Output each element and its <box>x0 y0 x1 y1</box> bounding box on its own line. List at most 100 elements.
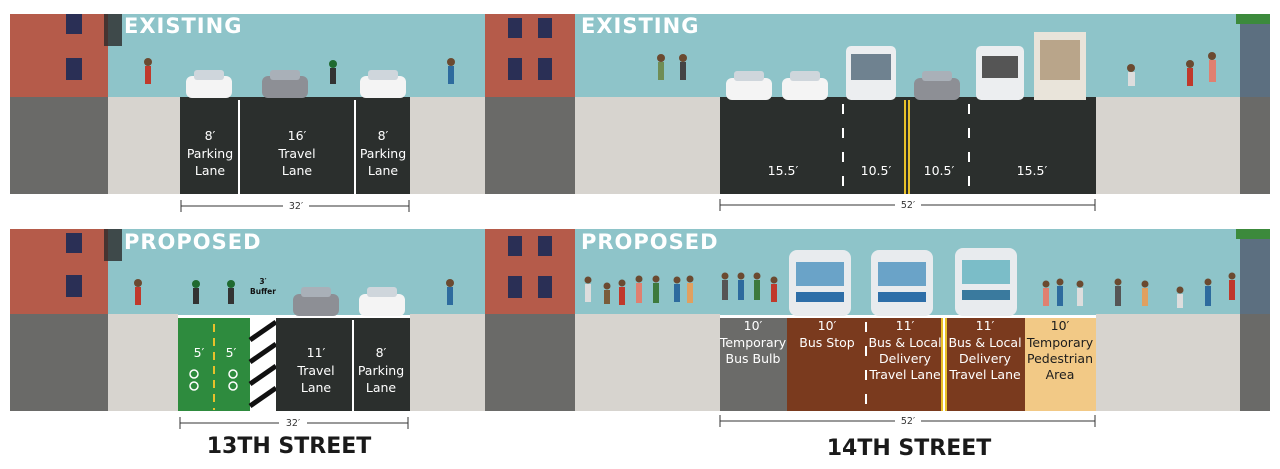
panel-14th-proposed: PROPOSED 10′ Temporary Bus Bulb 10′ Bus … <box>485 229 1270 461</box>
lane-name: Lane <box>366 380 397 395</box>
lane-width: 15.5′ <box>1017 163 1048 178</box>
panel-label-proposed: PROPOSED <box>581 230 719 254</box>
lane-name: Temporary <box>1026 335 1094 350</box>
lane-width: 11′ <box>896 318 915 333</box>
lane-name: Pedestrian <box>1027 351 1093 366</box>
building-right <box>1240 14 1270 98</box>
curb-left <box>485 314 575 411</box>
curb-left <box>485 97 575 194</box>
pedestrian-crowd <box>584 272 1236 308</box>
brick-building <box>10 229 108 314</box>
bus-icon <box>789 250 851 316</box>
lane-name: Parking <box>358 363 404 378</box>
sidewalk-left <box>108 314 178 411</box>
panel-label-existing: EXISTING <box>581 14 699 38</box>
bus-icon <box>955 248 1017 316</box>
lane-name: Parking <box>360 146 406 161</box>
bus-icon <box>871 250 933 316</box>
total-width: 32′ <box>289 201 303 212</box>
dimension-line <box>719 199 1096 211</box>
curb-left <box>10 97 108 194</box>
pedestrian-icon <box>134 279 142 305</box>
sidewalk-left <box>108 97 180 194</box>
brick-building <box>10 14 108 98</box>
pedestrian-icon <box>447 58 455 84</box>
bus-icon <box>976 46 1024 100</box>
roadway <box>276 318 410 411</box>
lane-name: Lane <box>282 163 313 178</box>
lane-width: 10′ <box>744 318 763 333</box>
sidewalk-left <box>575 314 720 411</box>
lane-width: 16′ <box>288 128 307 143</box>
car-icon <box>186 70 232 98</box>
lane-name: Bus & Local <box>948 335 1021 350</box>
lane-name: Lane <box>301 380 332 395</box>
buffer-hatching <box>248 319 278 409</box>
lane-name: Area <box>1046 367 1075 382</box>
lane-width: 10′ <box>818 318 837 333</box>
bus-icon <box>846 46 896 100</box>
temporary-bus-bulb <box>720 318 787 411</box>
lane-name: Lane <box>368 163 399 178</box>
car-icon <box>782 71 828 100</box>
pedestrian-icon <box>1186 60 1194 86</box>
sidewalk-right <box>1096 314 1240 411</box>
car-icon <box>914 71 960 100</box>
building-right <box>1240 229 1270 314</box>
pedestrian-icon <box>144 58 152 84</box>
cyclist-icon <box>329 60 337 84</box>
lane-name: Bus Bulb <box>726 351 781 366</box>
lane-name: Travel <box>296 363 334 378</box>
bus-delivery-lane <box>945 318 1025 411</box>
car-icon <box>726 71 772 100</box>
dimension-line <box>180 200 410 212</box>
lane-width: 15.5′ <box>768 163 799 178</box>
lane-width: 8′ <box>378 128 389 143</box>
curb-left <box>10 314 108 411</box>
panel-13th-proposed: PROPOSED 3′ Buffer 5′ 5′ 11′ Travel Lane… <box>10 229 485 459</box>
total-width: 52′ <box>901 416 915 427</box>
lane-width: 10′ <box>1051 318 1070 333</box>
brick-building <box>485 14 575 98</box>
total-width: 52′ <box>901 200 915 211</box>
lane-width: 11′ <box>976 318 995 333</box>
lane-width: 8′ <box>376 345 387 360</box>
panel-label-proposed: PROPOSED <box>124 230 262 254</box>
buffer-label: Buffer <box>250 287 276 296</box>
lane-width: 5′ <box>226 345 237 360</box>
panel-14th-existing: EXISTING 15.5′ 10.5′ 10.5′ 15.5′ 52′ <box>485 14 1270 211</box>
pedestrian-icon <box>657 54 665 80</box>
lane-name: Delivery <box>959 351 1011 366</box>
lane-name: Bus Stop <box>799 335 854 350</box>
roadway <box>180 97 410 194</box>
brick-building <box>485 229 575 314</box>
sidewalk-right <box>1096 97 1240 194</box>
lane-name: Lane <box>195 163 226 178</box>
lane-name: Bus & Local <box>868 335 941 350</box>
bus-stop-lane <box>787 318 867 411</box>
car-icon <box>293 287 339 316</box>
cyclist-icon <box>192 280 200 304</box>
curb-right <box>1240 97 1270 194</box>
car-icon <box>359 287 405 316</box>
car-icon <box>360 70 406 98</box>
cyclist-icon <box>227 280 235 304</box>
panel-label-existing: EXISTING <box>124 14 242 38</box>
lane-width: 8′ <box>205 128 216 143</box>
lane-width: 10.5′ <box>861 163 892 178</box>
lane-name: Travel <box>277 146 315 161</box>
dimension-line <box>719 415 1096 427</box>
total-width: 32′ <box>286 418 300 429</box>
buffer-width: 3′ <box>259 277 266 286</box>
pedestrian-icon <box>446 279 454 305</box>
car-icon <box>262 70 308 98</box>
lane-width: 11′ <box>307 345 326 360</box>
curb-right <box>1240 314 1270 411</box>
lane-name: Parking <box>187 146 233 161</box>
pedestrian-icon <box>1208 52 1216 82</box>
street-name: 13TH STREET <box>207 434 372 459</box>
lane-name: Temporary <box>719 335 787 350</box>
bike-symbol-icon <box>189 369 238 391</box>
lane-name: Delivery <box>879 351 931 366</box>
